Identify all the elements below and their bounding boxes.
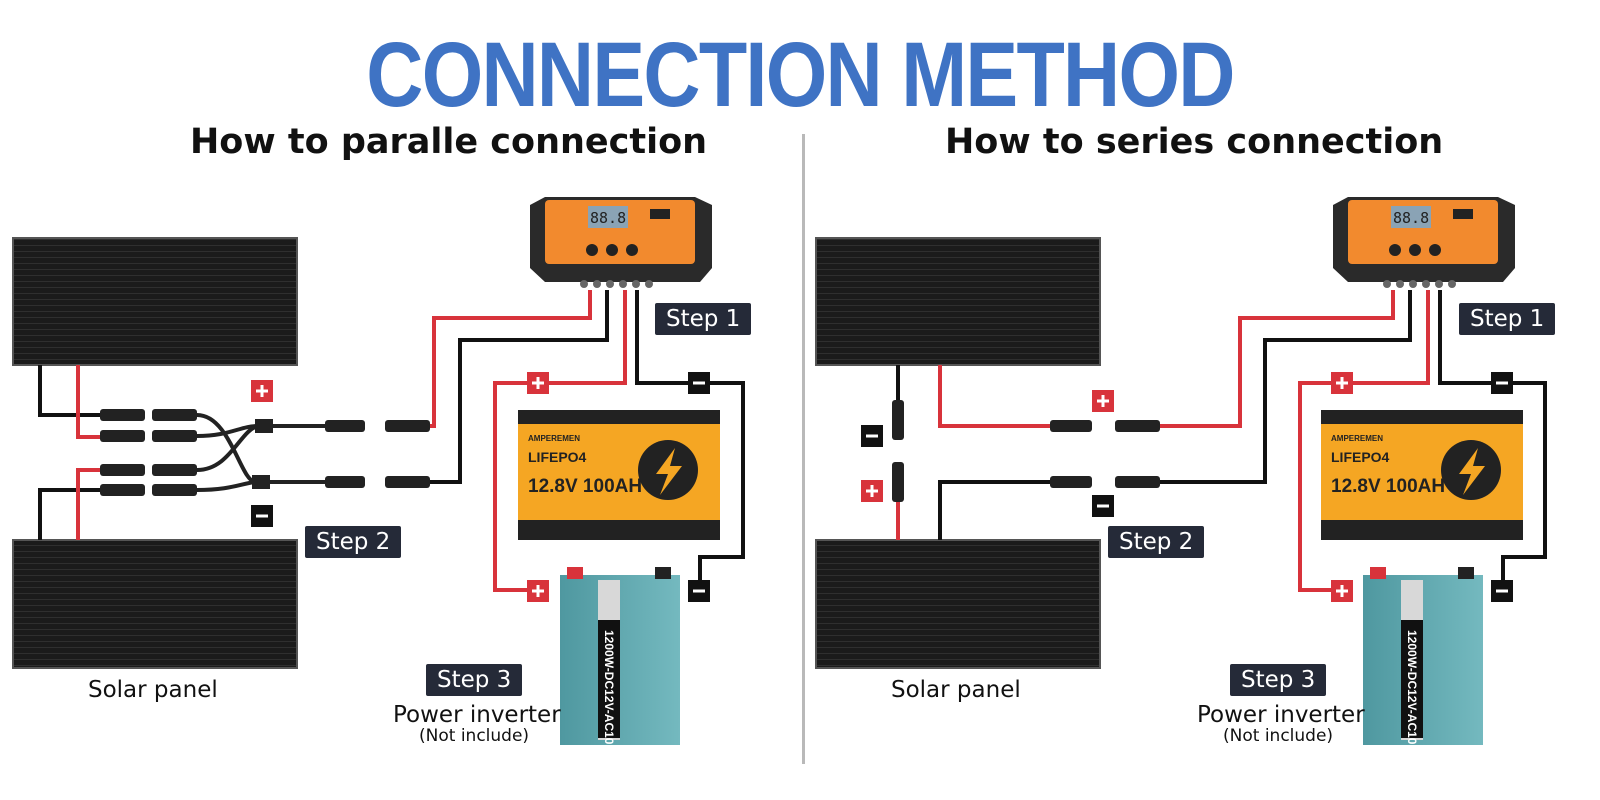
divider <box>802 134 805 764</box>
inverter-note-left: (Not include) <box>419 726 530 746</box>
inverter-right: 1200W-DC12V-AC100V <box>1363 567 1483 759</box>
step1-right: Step 1 <box>1459 303 1556 335</box>
plus-badge <box>527 580 549 602</box>
plus-badge <box>1331 372 1353 394</box>
battery-rating-right: 12.8V 100AH <box>1331 476 1445 497</box>
charge-controller-right: 88.8 <box>1333 197 1515 288</box>
plus-badge <box>251 380 273 402</box>
solar-panel-top-right <box>815 237 1101 366</box>
plus-badge <box>527 372 549 394</box>
battery-chem-left: LIFEPO4 <box>528 449 587 465</box>
series-heading: How to series connection <box>945 122 1444 162</box>
page-title: CONNECTION METHOD <box>366 24 1235 126</box>
battery-chem-right: LIFEPO4 <box>1331 449 1390 465</box>
inverter-model-right: 1200W-DC12V-AC100V <box>1405 630 1419 759</box>
step3-right: Step 3 <box>1230 664 1327 696</box>
solar-panel-bottom <box>12 539 298 669</box>
plus-badge <box>1331 580 1353 602</box>
minus-badge <box>861 425 883 447</box>
step2-right: Step 2 <box>1108 526 1205 558</box>
parallel-section: 88.8 AMPEREMEN LIFEPO4 12.8V 100AH 1200W… <box>12 197 745 759</box>
minus-badge <box>688 372 710 394</box>
solar-panel-label-right: Solar panel <box>891 677 1021 703</box>
battery-brand-right: AMPEREMEN <box>1331 434 1383 443</box>
parallel-heading: How to paralle connection <box>190 122 708 162</box>
inverter-note-right: (Not include) <box>1223 726 1334 746</box>
minus-badge <box>1491 580 1513 602</box>
minus-badge <box>251 505 273 527</box>
polarity-badges <box>251 372 1513 602</box>
minus-badge <box>688 580 710 602</box>
inverter-label-left: Power inverter <box>393 702 561 728</box>
controller-display-left: 88.8 <box>590 209 626 227</box>
inverter-model-left: 1200W-DC12V-AC100V <box>602 630 616 759</box>
step3-left: Step 3 <box>426 664 523 696</box>
solar-panel-bottom-right <box>815 539 1101 669</box>
step2-left: Step 2 <box>305 526 402 558</box>
plus-badge <box>861 480 883 502</box>
plus-badge <box>1092 390 1114 412</box>
solar-panel-label-left: Solar panel <box>88 677 218 703</box>
inverter-label-right: Power inverter <box>1197 702 1365 728</box>
minus-badge <box>1491 372 1513 394</box>
minus-badge <box>1092 495 1114 517</box>
battery-right: AMPEREMEN LIFEPO4 12.8V 100AH <box>1321 410 1523 540</box>
battery-rating-left: 12.8V 100AH <box>528 476 642 497</box>
battery-left: AMPEREMEN LIFEPO4 12.8V 100AH <box>518 410 720 540</box>
series-section: 88.8 AMPEREMEN LIFEPO4 12.8V 100AH 1200W… <box>815 197 1547 759</box>
step1-left: Step 1 <box>655 303 752 335</box>
battery-brand-left: AMPEREMEN <box>528 434 580 443</box>
inverter-left: 1200W-DC12V-AC100V <box>560 567 680 759</box>
controller-display-right: 88.8 <box>1393 209 1429 227</box>
solar-panel-top <box>12 237 298 366</box>
charge-controller-left: 88.8 <box>530 197 712 288</box>
